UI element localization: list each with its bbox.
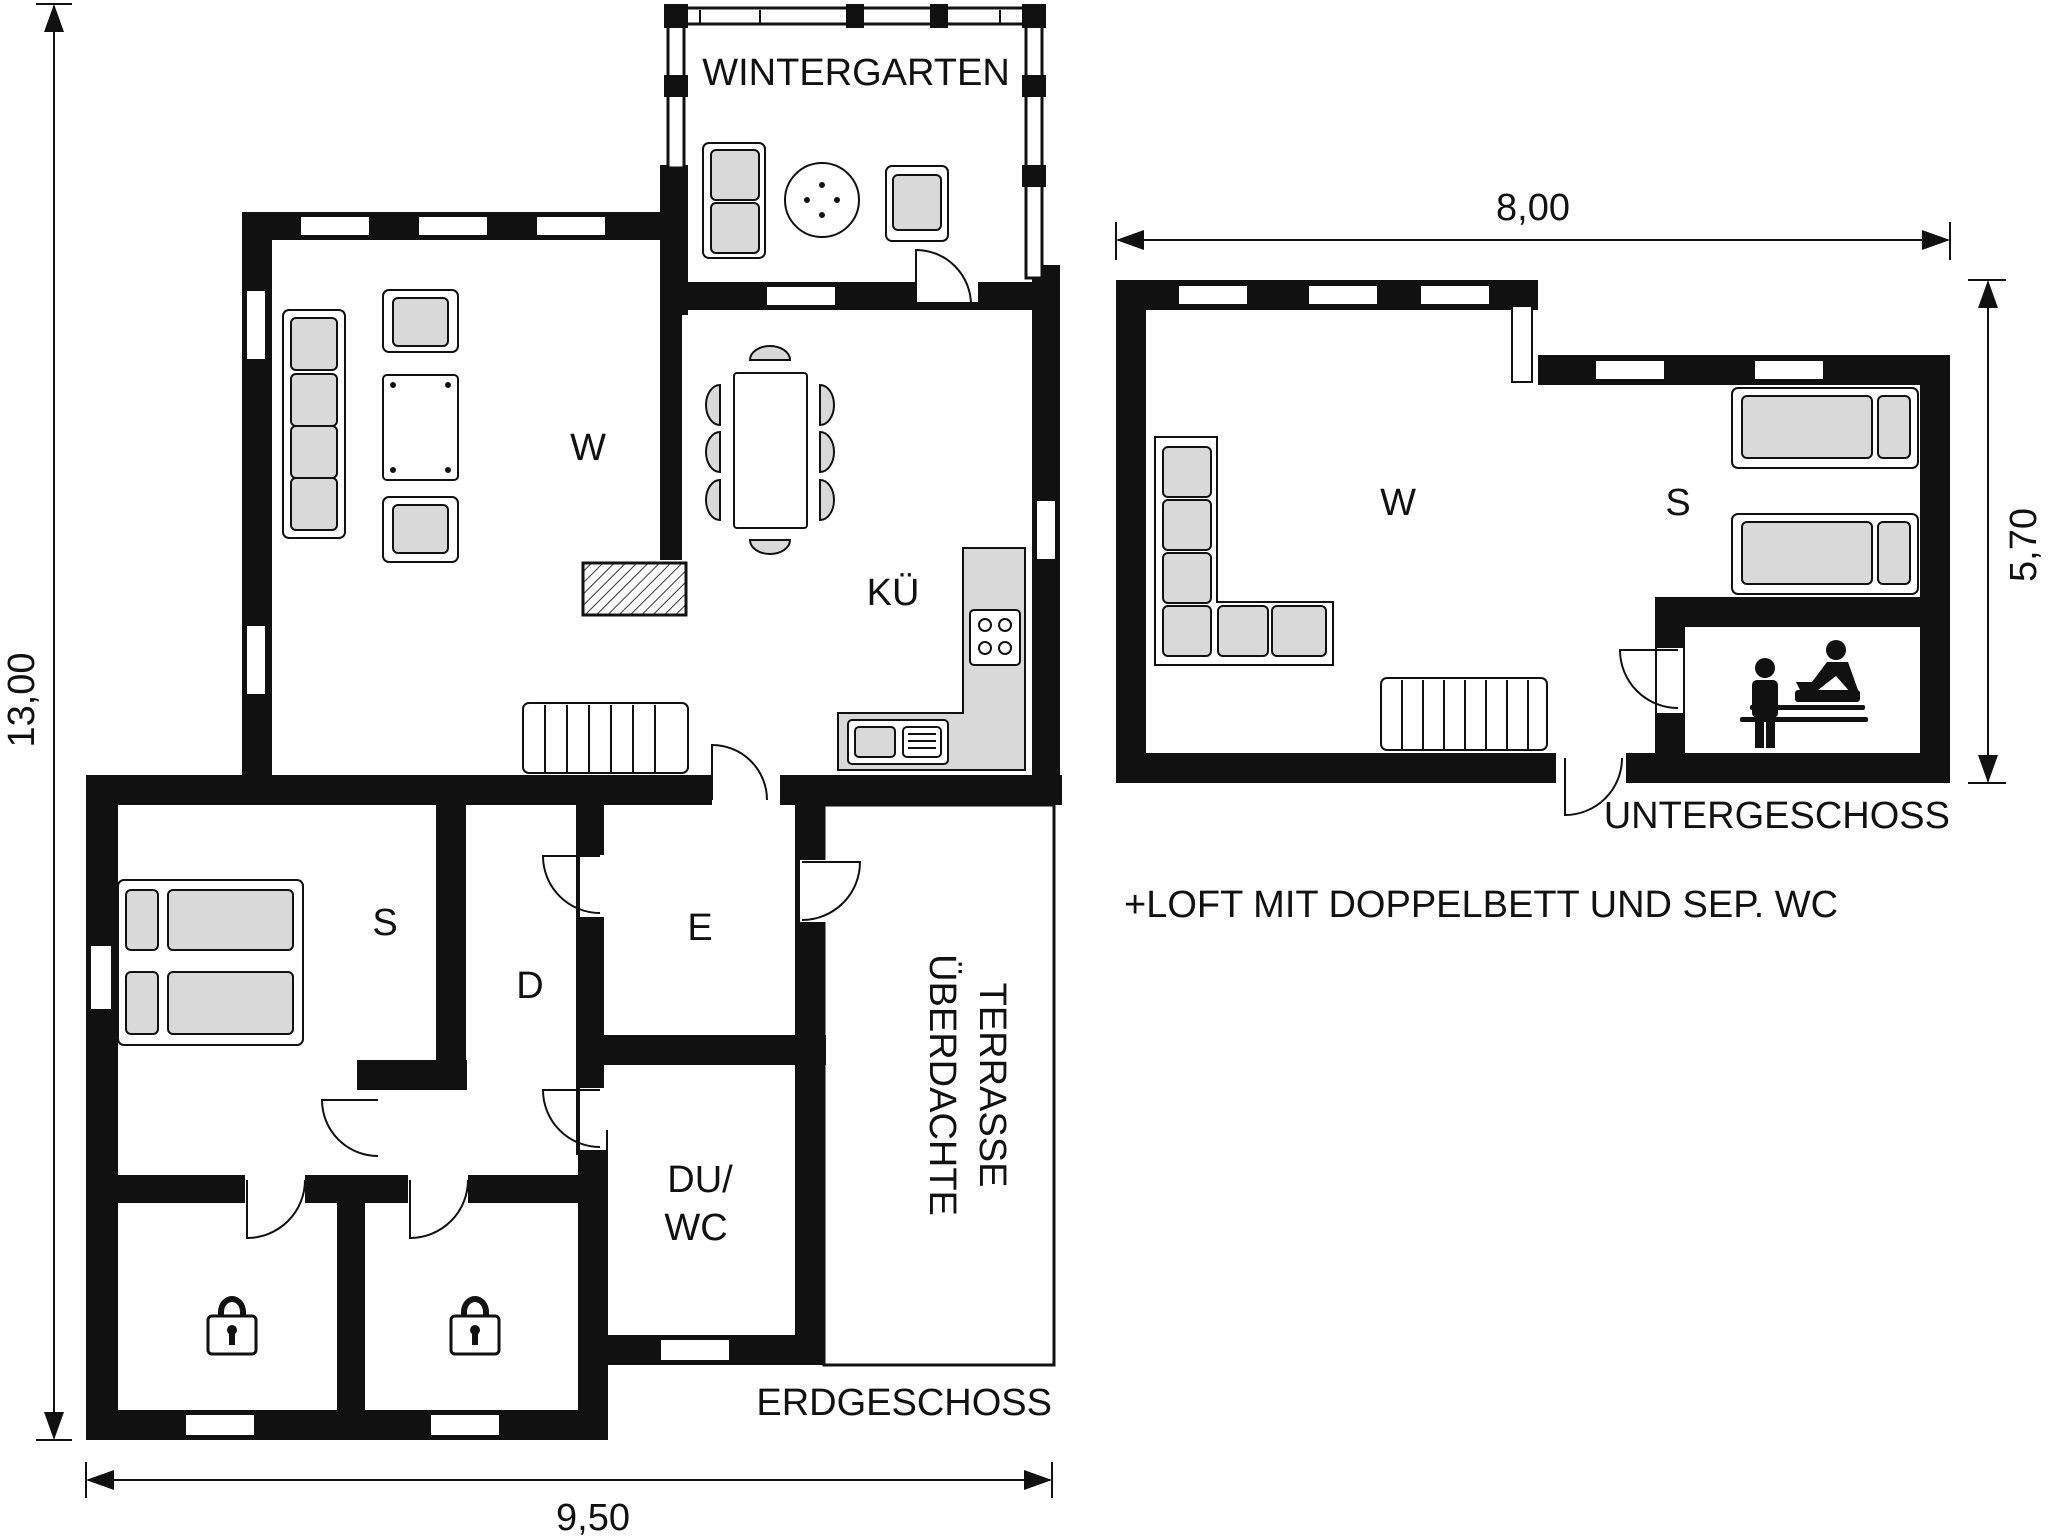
basement-floor-plan: W S UNTERGESCHOSS +LOFT MIT DOPPELBETT U… — [1115, 187, 2045, 926]
eg-height-dimension — [36, 3, 72, 1441]
basement-stairs — [1380, 677, 1548, 751]
ground-floor-walls — [86, 165, 1062, 1440]
label-eg-s: S — [372, 902, 397, 944]
ground-floor-doors — [245, 248, 978, 1240]
eg-height-value: 13,00 — [1, 652, 43, 747]
fireplace — [581, 561, 688, 617]
living-armchairs — [382, 289, 459, 563]
dining-table — [705, 345, 835, 555]
eg-width-value: 9,50 — [556, 1497, 630, 1536]
ug-width-dimension — [1115, 222, 1951, 260]
lock-icon — [206, 1296, 258, 1356]
label-eg-w: W — [570, 427, 606, 469]
ug-height-value: 5,70 — [2003, 508, 2045, 582]
label-eg-e: E — [687, 907, 712, 949]
wintergarten-frame — [664, 4, 1046, 280]
label-terrasse-1: ÜBERDACHTE — [921, 954, 963, 1216]
label-ug-w: W — [1380, 482, 1416, 524]
ground-floor-stairs — [522, 702, 689, 774]
sauna-icon — [1740, 640, 1868, 748]
label-untergeschoss: UNTERGESCHOSS — [1604, 795, 1950, 837]
kitchen-counter — [837, 547, 1026, 771]
ground-floor-windows — [89, 215, 1057, 1437]
label-ug-s: S — [1665, 482, 1690, 524]
basement-windows — [1177, 284, 1825, 383]
bedroom-bed — [117, 879, 304, 1046]
label-loft-note: +LOFT MIT DOPPELBETT UND SEP. WC — [1124, 884, 1838, 926]
label-erdgeschoss: ERDGESCHOSS — [756, 1382, 1052, 1424]
ug-height-dimension — [1968, 279, 2006, 784]
terrace-outline — [822, 803, 1056, 1367]
ground-floor-plan: WINTERGARTEN W KÜ S D E DU/ WC ÜBERDACHT… — [1, 3, 1062, 1536]
label-eg-kue: KÜ — [867, 572, 920, 614]
label-eg-wc: WC — [664, 1207, 727, 1249]
ug-width-value: 8,00 — [1496, 187, 1570, 229]
eg-width-dimension — [85, 1462, 1053, 1498]
living-sofa — [282, 309, 346, 539]
label-eg-d: D — [516, 965, 543, 1007]
lock-icon — [449, 1296, 501, 1356]
wintergarten-furniture — [702, 142, 949, 259]
label-terrasse-2: TERRASSE — [971, 983, 1013, 1188]
basement-doors — [1560, 648, 1683, 817]
label-wintergarten: WINTERGARTEN — [702, 52, 1010, 94]
basement-beds — [1731, 387, 1919, 595]
label-eg-du: DU/ — [667, 1159, 733, 1201]
basement-corner-sofa — [1154, 436, 1334, 666]
